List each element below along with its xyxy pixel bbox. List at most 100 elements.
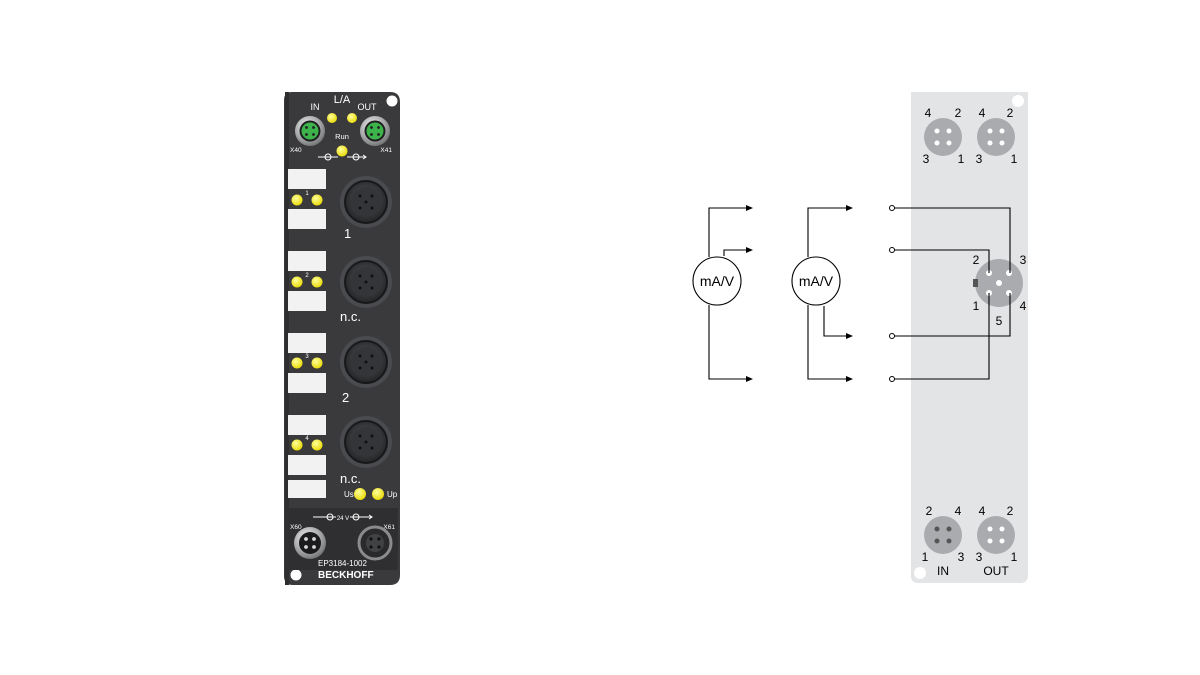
- channel-led-label: 4: [305, 436, 309, 442]
- model-number: EP3184-1002: [318, 559, 367, 568]
- socket-label: 1: [344, 226, 351, 241]
- arrow-icon: [846, 376, 853, 382]
- m12-socket-4[interactable]: [340, 416, 392, 468]
- pin-label: 1: [958, 152, 965, 166]
- channel-led: [291, 439, 303, 451]
- wire: [723, 249, 750, 256]
- pin-label: 3: [958, 550, 965, 564]
- wire: [892, 293, 1011, 337]
- mounting-hole-bottom: [290, 569, 302, 581]
- label-voltage: 24 V: [337, 516, 349, 522]
- m12-socket-1[interactable]: [340, 176, 392, 228]
- power-direction-icons: [313, 513, 373, 521]
- ethercat-in-connector[interactable]: [295, 116, 325, 146]
- label-la: L/A: [334, 94, 351, 106]
- pin-label: 5: [996, 314, 1003, 328]
- sensor-label: mA/V: [700, 273, 735, 289]
- la-led-left: [327, 113, 337, 123]
- m12-socket-2[interactable]: [340, 256, 392, 308]
- pin-label: 4: [979, 504, 986, 518]
- channel-4: 4 n.c.: [288, 415, 392, 486]
- brand-logo: BECKHOFF: [318, 570, 374, 581]
- wire: [807, 207, 850, 257]
- arrowheads: [746, 205, 853, 382]
- ethercat-out-connector[interactable]: [360, 116, 390, 146]
- channel-led: [311, 439, 323, 451]
- up-led: [372, 488, 384, 500]
- label-field: [288, 373, 326, 393]
- ep3184-device: IN L/A OUT Run X40 X41: [284, 92, 400, 585]
- label-field: [288, 415, 326, 435]
- wire: [892, 207, 1011, 273]
- wire: [708, 305, 750, 380]
- channel-led: [311, 357, 323, 369]
- pin-label: 4: [1020, 299, 1027, 313]
- label-field: [288, 291, 326, 311]
- pin-label: 3: [976, 152, 983, 166]
- channel-led: [311, 276, 323, 288]
- top-connector-right: 4 2 3 1: [976, 106, 1018, 166]
- label-field: [288, 169, 326, 189]
- label-up: Up: [387, 490, 398, 499]
- power-in-connector[interactable]: [294, 527, 326, 559]
- ethercat-direction-icons: [318, 153, 367, 161]
- terminal-point: [889, 376, 895, 382]
- label-field: [288, 209, 326, 229]
- label-run: Run: [335, 132, 349, 141]
- pin-label: 1: [1011, 550, 1018, 564]
- connector-label-in: IN: [937, 564, 949, 578]
- label-us: Us: [344, 490, 354, 499]
- label-field: [288, 251, 326, 271]
- m12-socket-3[interactable]: [340, 336, 392, 388]
- channel-led-label: 2: [305, 273, 309, 279]
- pin-label: 4: [979, 106, 986, 120]
- run-led: [336, 145, 348, 157]
- pin-label: 1: [922, 550, 929, 564]
- pin-label: 2: [973, 253, 980, 267]
- label-in: IN: [311, 102, 320, 112]
- arrow-icon: [746, 205, 753, 211]
- socket-label: n.c.: [340, 471, 361, 486]
- wire: [823, 306, 850, 337]
- pin-label: 3: [923, 152, 930, 166]
- arrow-icon: [846, 205, 853, 211]
- channel-connector: 2 3 1 5 4: [973, 253, 1027, 328]
- label-field: [288, 333, 326, 353]
- pin-label: 1: [973, 299, 980, 313]
- la-led-right: [347, 113, 357, 123]
- pin-label: 3: [1020, 253, 1027, 267]
- socket-label: n.c.: [340, 309, 361, 324]
- power-out-connector[interactable]: [357, 525, 393, 561]
- arrow-icon: [746, 247, 753, 253]
- module-panel: [911, 92, 1028, 583]
- wire: [708, 207, 750, 257]
- wire: [892, 249, 990, 273]
- pin-label: 2: [1007, 106, 1014, 120]
- channel-led: [291, 194, 303, 206]
- channel-1: 1 1: [288, 169, 392, 241]
- sensor-label: mA/V: [799, 273, 834, 289]
- sensor-1: mA/V: [692, 256, 742, 306]
- wire: [892, 293, 990, 380]
- label-x61: X61: [383, 524, 395, 531]
- connection-diagram: 4 2 3 1 4 2 3 1 2 3 1 5 4: [692, 92, 1028, 583]
- channel-led: [291, 357, 303, 369]
- us-led: [354, 488, 366, 500]
- top-connector-left: 4 2 3 1: [923, 106, 965, 166]
- terminal-point: [889, 333, 895, 339]
- arrow-icon: [846, 333, 853, 339]
- label-out: OUT: [358, 102, 378, 112]
- sensor-2: mA/V: [791, 256, 841, 306]
- arrow-icon: [746, 376, 753, 382]
- socket-label: 2: [342, 390, 349, 405]
- mounting-hole-top: [386, 95, 398, 107]
- wire: [807, 305, 850, 380]
- channel-led-label: 1: [305, 191, 309, 197]
- connector-label-out: OUT: [983, 564, 1009, 578]
- bottom-connector-out: 4 2 3 1 OUT: [976, 504, 1018, 578]
- terminal-point: [889, 205, 895, 211]
- pin-label: 2: [955, 106, 962, 120]
- bottom-connector-in: 2 4 1 3 IN: [922, 504, 965, 578]
- label-field: [288, 480, 326, 498]
